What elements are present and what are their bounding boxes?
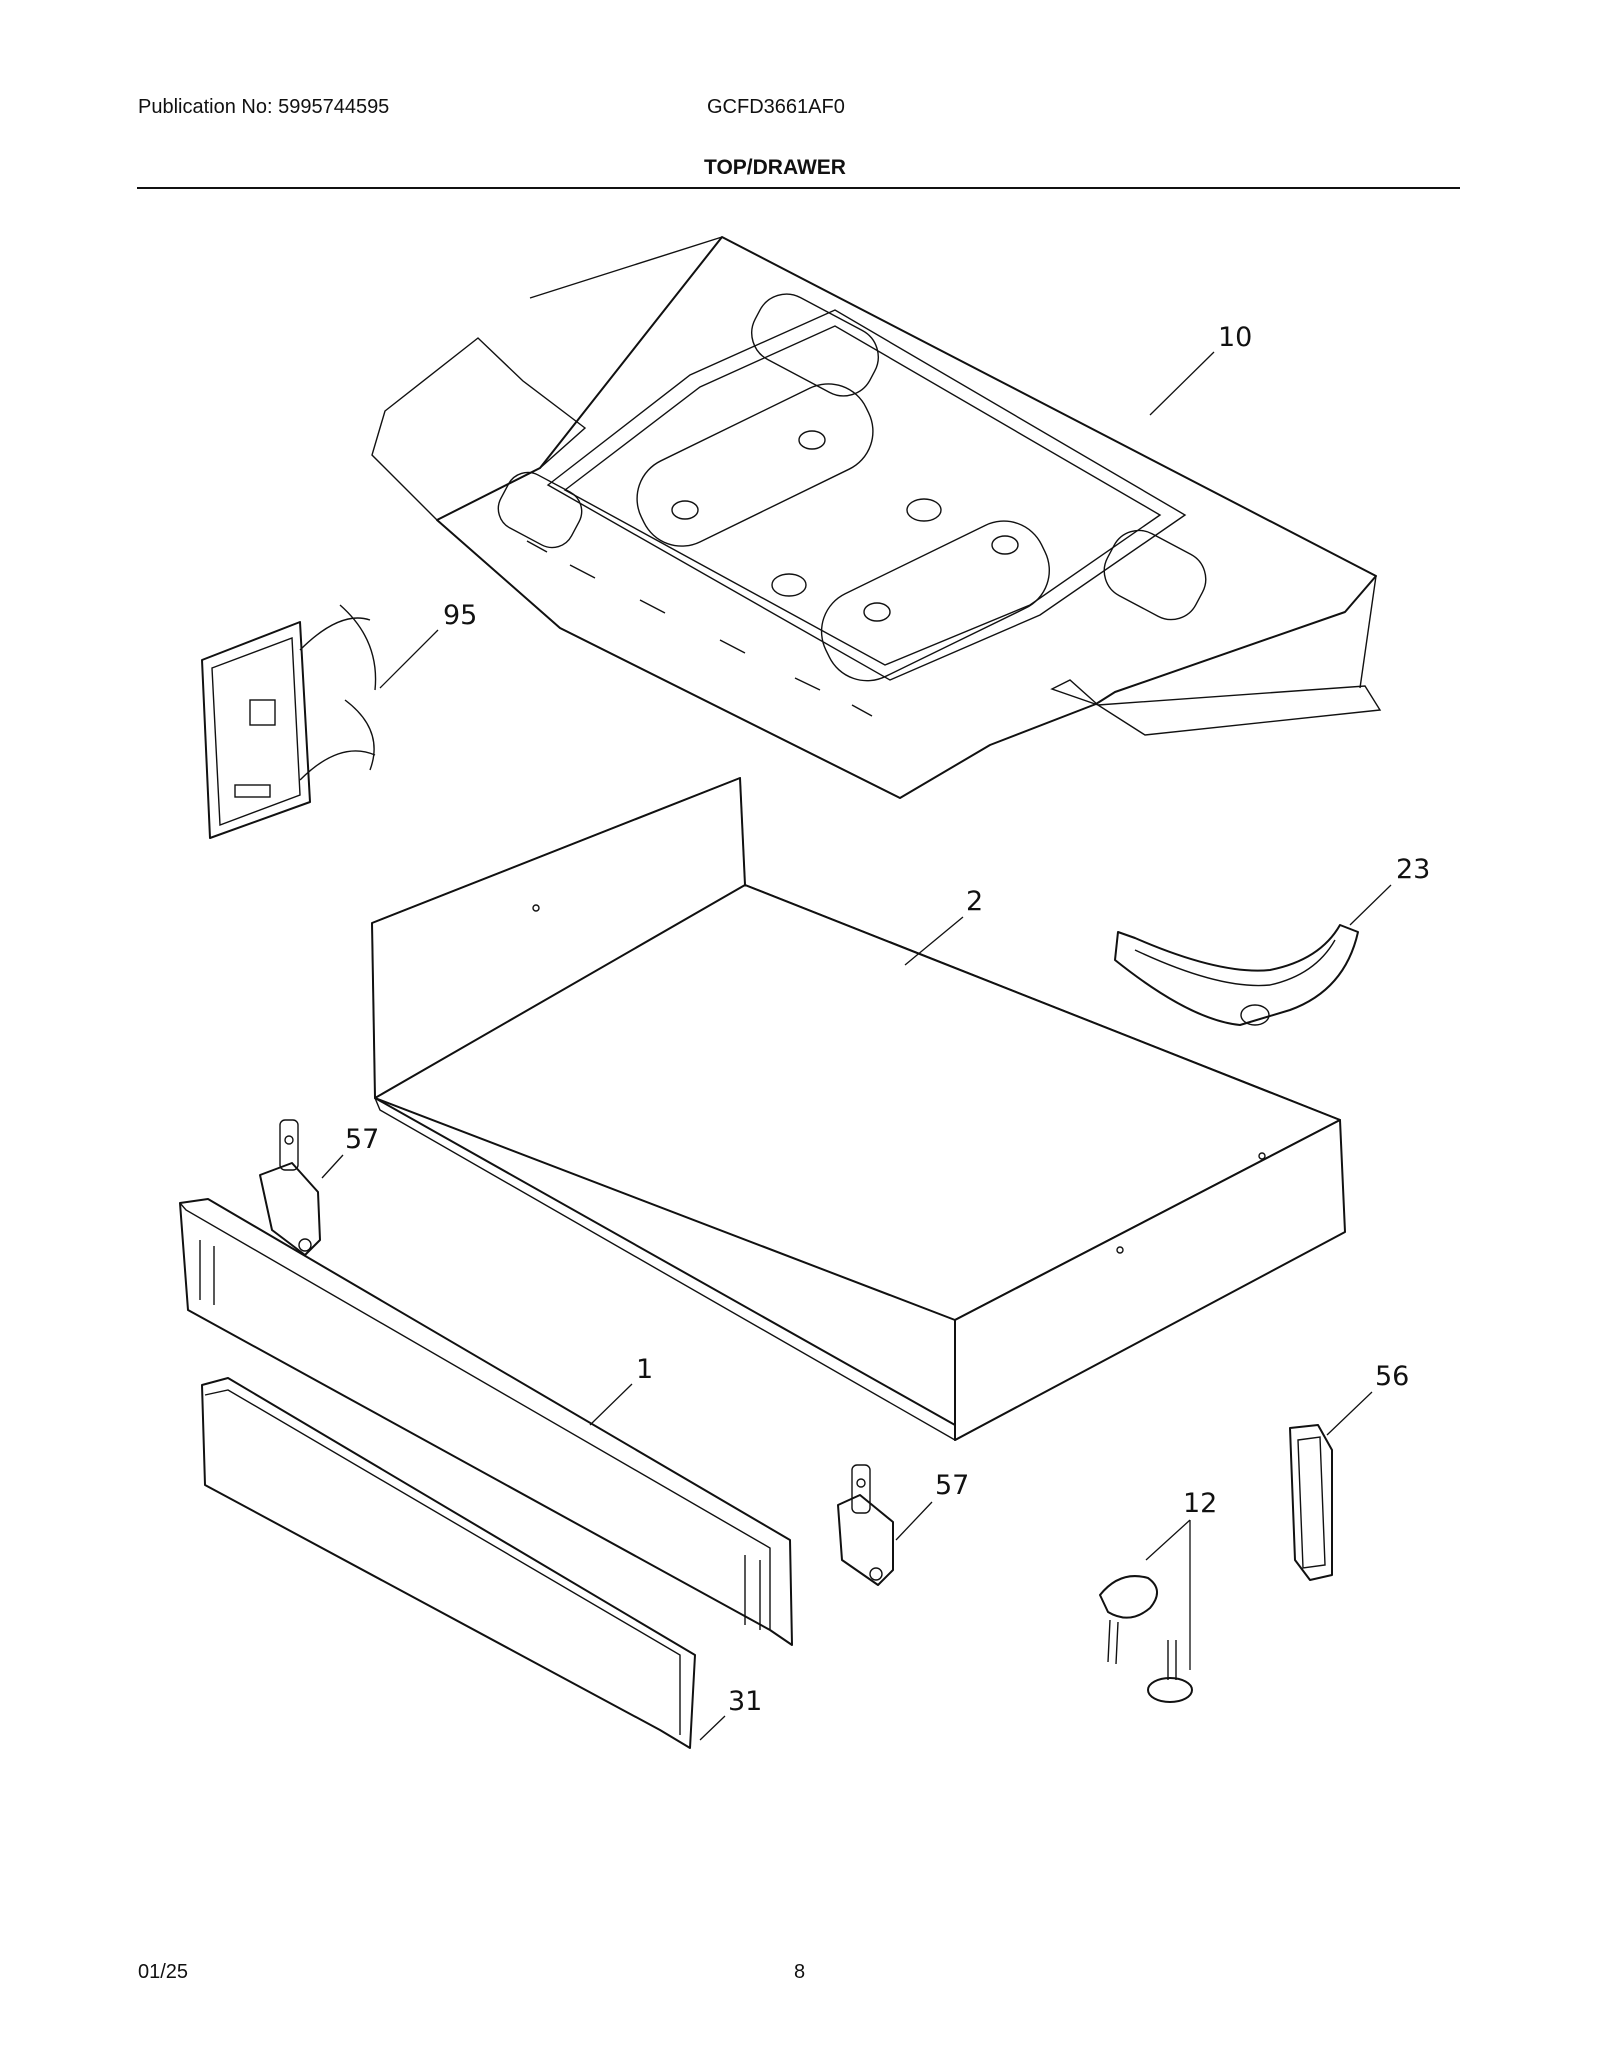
part-2-drawer-body: [371, 776, 1346, 1441]
callout-31: 31: [728, 1686, 762, 1717]
callout-2: 2: [966, 886, 983, 917]
part-10-cooktop: [371, 236, 1382, 799]
part-95-bracket: [201, 604, 377, 839]
part-12-knob: [1099, 1575, 1193, 1703]
page-title: TOP/DRAWER: [704, 156, 846, 179]
part-23-corner-trim: [1114, 924, 1359, 1026]
part-57-slide-lower: [837, 1464, 894, 1586]
publication-number: Publication No: 5995744595: [138, 96, 390, 118]
leader-2: [904, 916, 964, 966]
leader-95: [379, 629, 439, 689]
callout-56: 56: [1375, 1361, 1409, 1392]
callout-1: 1: [636, 1354, 653, 1385]
callout-57-lower: 57: [935, 1470, 969, 1501]
header-divider: [137, 187, 1460, 189]
part-1-drawer-front: [179, 1198, 793, 1646]
leader-57-lower: [895, 1501, 933, 1541]
footer-page-number: 8: [794, 1961, 806, 1983]
leader-1: [589, 1383, 633, 1426]
leader-23: [1349, 884, 1392, 926]
model-number: GCFD3661AF0: [707, 96, 845, 118]
leader-12: [1145, 1519, 1191, 1670]
leader-10: [1149, 351, 1215, 416]
callout-12: 12: [1183, 1488, 1217, 1519]
part-56-side-bracket: [1289, 1424, 1333, 1581]
leader-56: [1326, 1391, 1373, 1436]
callout-23: 23: [1396, 854, 1430, 885]
part-31-kick-panel: [201, 1377, 696, 1749]
part-57-slide-upper: [259, 1119, 321, 1256]
footer-date: 01/25: [138, 1961, 189, 1983]
callout-10: 10: [1218, 322, 1252, 353]
callout-57-upper: 57: [345, 1124, 379, 1155]
callout-95: 95: [443, 600, 477, 631]
leader-31: [699, 1715, 726, 1741]
leader-57-upper: [321, 1154, 344, 1179]
